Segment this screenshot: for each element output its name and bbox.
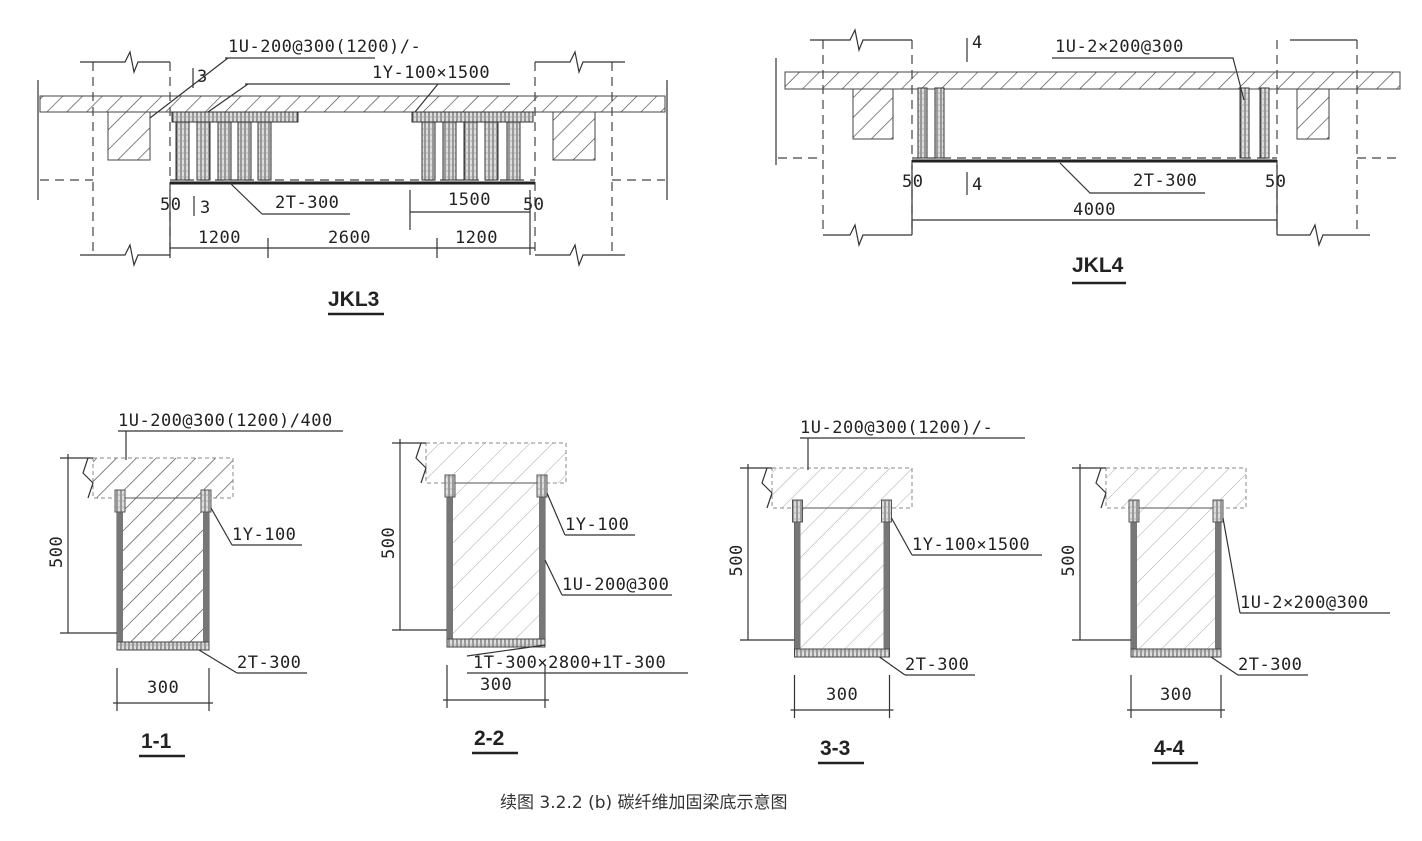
section-2-2: 500 300 1Y-100 1U-200@300 1T-300×2800+1T-300… (379, 439, 688, 755)
u-strip (257, 121, 272, 181)
height-dim: 500 (379, 527, 399, 559)
beam (1130, 507, 1222, 656)
y-strip-right (411, 111, 534, 123)
u-strip (484, 121, 499, 181)
edge-right-dim: 50 (1265, 172, 1286, 192)
u-strip (442, 121, 457, 181)
bottom-strip-label: 2T-300 (1238, 655, 1302, 675)
t-strip (1130, 648, 1222, 658)
t-strip (794, 648, 890, 658)
u-strip (196, 121, 211, 181)
section-3-3: 500 300 1U-200@300(1200)/- 1Y-100×1500 2T-30… (727, 418, 1042, 765)
jkl4-title: JKL4 (1072, 254, 1124, 277)
dim-1500: 1500 (448, 190, 491, 210)
u-strip (1239, 87, 1250, 159)
beam (794, 507, 890, 656)
side-strip-label: 1Y-100×1500 (912, 535, 1030, 555)
edge-left-dim: 50 (902, 172, 923, 192)
bottom-strip-label: 1T-300×2800+1T-300 (473, 653, 666, 673)
section-mark-top: 3 (197, 67, 208, 87)
jkl3-elevation: 1U-200@300(1200)/- 1Y-100×1500 3 3 2T-30… (37, 37, 668, 316)
t-strip-label: 2T-300 (1133, 171, 1197, 191)
u-strip (237, 121, 252, 181)
y-strip-left (171, 111, 299, 123)
section-title: 2-2 (474, 727, 504, 750)
beam (446, 482, 546, 646)
slab (784, 71, 1401, 90)
column-section-right (1296, 88, 1330, 140)
height-dim: 500 (47, 536, 67, 568)
column-section-left (852, 88, 894, 140)
side-strip-label: 1U-2×200@300 (1240, 593, 1369, 613)
u-strip (506, 121, 521, 181)
y-strip-label: 1Y-100×1500 (372, 63, 490, 83)
section-mark-top: 4 (972, 33, 983, 53)
dim-1200-left: 1200 (198, 228, 241, 248)
t-strip (116, 641, 210, 651)
width-dim: 300 (1160, 685, 1192, 705)
bottom-strip-label: 2T-300 (905, 655, 969, 675)
section-1-1: 500 300 1U-200@300(1200)/400 1Y-100 2T-300 1-… (47, 411, 343, 758)
column-section-right (552, 111, 596, 161)
edge-left-dim: 50 (160, 195, 181, 215)
column-section-left (107, 111, 151, 161)
side-strip-label: 1Y-100 (565, 515, 629, 535)
u-strip (463, 121, 478, 181)
beam (116, 497, 210, 649)
slab (39, 95, 666, 113)
width-dim: 300 (480, 675, 512, 695)
section-4-4: 500 300 1U-2×200@300 2T-300 4-4 (1059, 464, 1390, 765)
u-strip (175, 121, 190, 181)
u-strip-label: 1U-2×200@300 (1055, 37, 1184, 57)
section-title: 3-3 (820, 737, 850, 760)
section-title: 1-1 (141, 730, 172, 753)
slab (1105, 467, 1247, 509)
side-strip-label-2: 1U-200@300 (562, 575, 669, 595)
dim-1200-right: 1200 (455, 228, 498, 248)
jkl3-title: JKL3 (328, 288, 379, 311)
u-strip (917, 87, 928, 159)
bottom-strip-label: 2T-300 (237, 653, 301, 673)
jkl4-elevation: 1U-2×200@300 4 4 2T-300 50 50 4000 JKL4 (775, 28, 1401, 285)
section-mark-bottom: 3 (200, 198, 211, 218)
u-strips (175, 121, 521, 181)
section-title: 4-4 (1154, 737, 1185, 760)
section-mark-bottom: 4 (972, 175, 983, 195)
figure-caption: 续图 3.2.2 (b) 碳纤维加固梁底示意图 (500, 793, 788, 813)
edge-right-dim: 50 (523, 195, 544, 215)
height-dim: 500 (727, 544, 747, 576)
u-strip (1259, 87, 1270, 159)
t-strip-label: 2T-300 (275, 193, 339, 213)
u-strip-label: 1U-200@300(1200)/- (228, 37, 421, 57)
width-dim: 300 (826, 685, 858, 705)
t-strip (446, 638, 546, 648)
side-strip-label: 1Y-100 (232, 525, 296, 545)
cross-sections: 500 300 1U-200@300(1200)/400 1Y-100 2T-300 1-… (47, 411, 1390, 765)
top-strip-label: 1U-200@300(1200)/400 (118, 411, 333, 431)
u-strip (217, 121, 232, 181)
top-strip-label: 1U-200@300(1200)/- (800, 418, 993, 438)
width-dim: 300 (147, 678, 179, 698)
height-dim: 500 (1059, 544, 1079, 576)
dim-2600: 2600 (328, 228, 371, 248)
u-strip (421, 121, 436, 181)
u-strip (934, 87, 945, 159)
dim-4000: 4000 (1073, 200, 1116, 220)
slab (92, 457, 234, 499)
